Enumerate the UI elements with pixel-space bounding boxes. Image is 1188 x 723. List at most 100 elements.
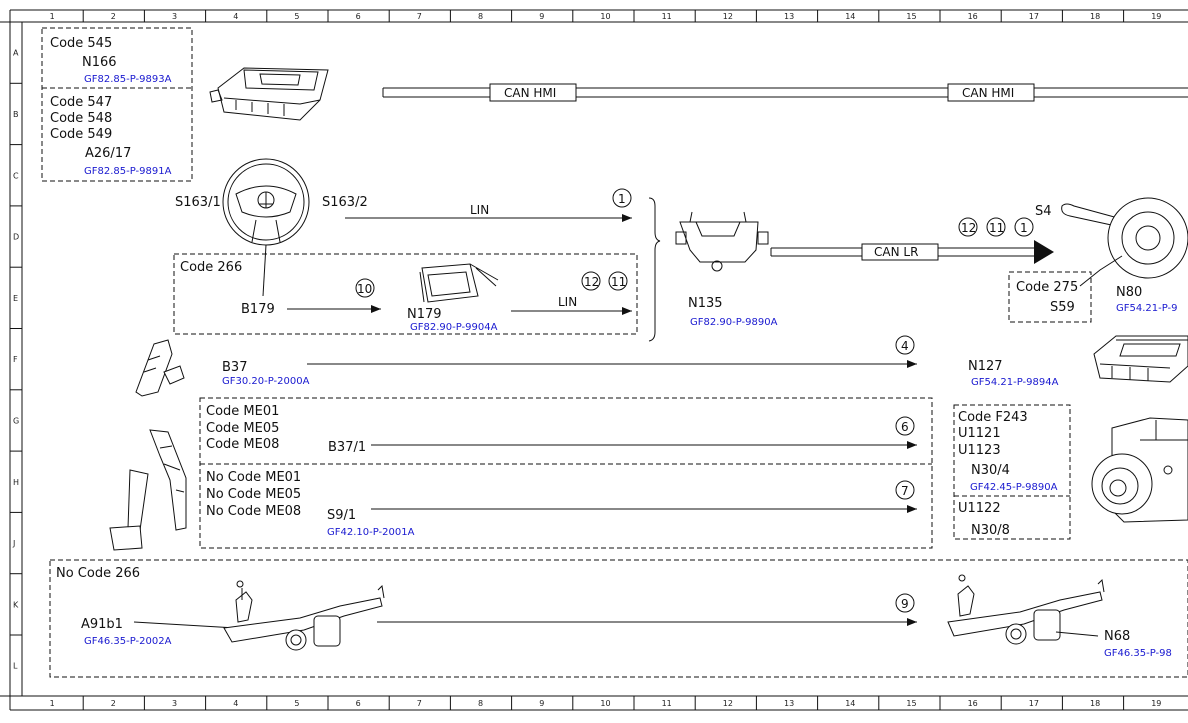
column-label-top: 6 (356, 12, 361, 21)
n135-label: N135 (688, 296, 723, 311)
brake-pedal-icon (109, 429, 187, 551)
can-hmi-label-right: CAN HMI (962, 86, 1014, 100)
b37-ref-link[interactable]: GF30.20-P-2000A (222, 376, 310, 387)
column-label-bottom: 2 (111, 699, 116, 708)
column-label-top: 7 (417, 12, 422, 21)
n127-module-icon (1093, 335, 1188, 383)
callout-12b (958, 217, 978, 237)
u1123-label: U1123 (958, 443, 1001, 458)
callout-11b (986, 217, 1006, 237)
column-label-bottom: 17 (1029, 699, 1039, 708)
column-label-top: 16 (968, 12, 978, 21)
column-label-top: 1 (50, 12, 55, 21)
n30-8-label: N30/8 (971, 523, 1010, 538)
box-code-f243 (953, 404, 1071, 540)
column-label-bottom: 16 (968, 699, 978, 708)
can-lr-bus: CAN LR (770, 240, 1054, 264)
box-code-me (199, 397, 933, 549)
column-label-top: 2 (111, 12, 116, 21)
callout-7-text: 7 (901, 484, 909, 498)
s4-label: S4 (1035, 204, 1052, 219)
column-label-top: 9 (539, 12, 544, 21)
code-me08-label: Code ME08 (206, 437, 279, 452)
column-label-bottom: 11 (662, 699, 672, 708)
code-545-label: Code 545 (50, 36, 112, 51)
n80-ref-link[interactable]: GF54.21-P-9 (1116, 303, 1178, 314)
s9-1-label: S9/1 (327, 508, 356, 523)
column-label-bottom: 13 (784, 699, 794, 708)
n68-ref-link[interactable]: GF46.35-P-98 (1104, 648, 1172, 659)
column-ruler: 1122334455667788991010111112121313141415… (50, 10, 1161, 710)
callout-10-text: 10 (357, 282, 372, 296)
n30-4-label: N30/4 (971, 463, 1010, 478)
callout-7 (895, 480, 915, 500)
column-label-bottom: 18 (1090, 699, 1100, 708)
row-label: H (13, 478, 19, 487)
steering-gear-left-icon (223, 580, 385, 651)
box-no-code-266 (49, 559, 1188, 678)
column-label-top: 10 (600, 12, 610, 21)
column-label-top: 5 (294, 12, 299, 21)
column-label-top: 17 (1029, 12, 1039, 21)
steering-gear-right-icon (947, 574, 1105, 645)
callout-4-text: 4 (901, 339, 909, 353)
column-label-bottom: 8 (478, 699, 483, 708)
a26-17-ref-link[interactable]: GF82.85-P-9891A (84, 166, 172, 177)
box-code-545 (41, 27, 193, 182)
column-label-bottom: 5 (294, 699, 299, 708)
n135-ref-link[interactable]: GF82.90-P-9890A (690, 317, 778, 328)
code-547-label: Code 547 (50, 95, 112, 110)
can-hmi-label-left: CAN HMI (504, 86, 556, 100)
column-label-bottom: 7 (417, 699, 422, 708)
code-266-label: Code 266 (180, 260, 242, 275)
row-label: L (13, 662, 18, 671)
b37-1-label: B37/1 (328, 440, 366, 455)
column-label-bottom: 10 (600, 699, 610, 708)
steering-wheel-icon (222, 158, 310, 246)
column-label-bottom: 4 (233, 699, 238, 708)
callout-9 (895, 593, 915, 613)
n80-label: N80 (1116, 285, 1142, 300)
code-me01-label: Code ME01 (206, 404, 279, 419)
row-label: D (13, 233, 19, 242)
lin-n179-label: LIN (558, 295, 577, 309)
row-label: A (13, 49, 19, 58)
row-label: B (13, 110, 19, 119)
column-label-bottom: 6 (356, 699, 361, 708)
callout-11a-text: 11 (611, 275, 626, 289)
column-label-top: 12 (723, 12, 733, 21)
n179-label: N179 (407, 307, 442, 322)
row-label: C (13, 171, 19, 180)
row-label: K (13, 600, 19, 609)
no-code-me05-label: No Code ME05 (206, 487, 301, 502)
a91b1-label: A91b1 (81, 617, 123, 632)
column-label-top: 14 (845, 12, 855, 21)
a91b1-leader (133, 621, 237, 629)
callout-11b-text: 11 (989, 221, 1004, 235)
n166-ref-link[interactable]: GF82.85-P-9893A (84, 74, 172, 85)
n127-label: N127 (968, 359, 1003, 374)
n166-label: N166 (82, 55, 117, 70)
column-label-bottom: 14 (845, 699, 855, 708)
n179-module-icon (419, 263, 499, 303)
s163-1-label: S163/1 (175, 195, 221, 210)
lin-top-label: LIN (470, 203, 489, 217)
n30-4-ref-link[interactable]: GF42.45-P-9890A (970, 482, 1058, 493)
callout-4 (895, 335, 915, 355)
n127-ref-link[interactable]: GF54.21-P-9894A (971, 377, 1059, 388)
b37-label: B37 (222, 360, 247, 375)
code-548-label: Code 548 (50, 111, 112, 126)
callout-11a (608, 271, 628, 291)
no-code-me01-label: No Code ME01 (206, 470, 301, 485)
column-label-top: 15 (906, 12, 916, 21)
a91b1-ref-link[interactable]: GF46.35-P-2002A (84, 636, 172, 647)
row-label: G (13, 416, 19, 425)
callout-12b-text: 12 (961, 221, 976, 235)
s9-1-ref-link[interactable]: GF42.10-P-2001A (327, 527, 415, 538)
can-lr-label: CAN LR (874, 245, 918, 259)
n179-ref-link[interactable]: GF82.90-P-9904A (410, 322, 498, 333)
column-label-top: 4 (233, 12, 238, 21)
n135-module-icon (675, 211, 769, 272)
